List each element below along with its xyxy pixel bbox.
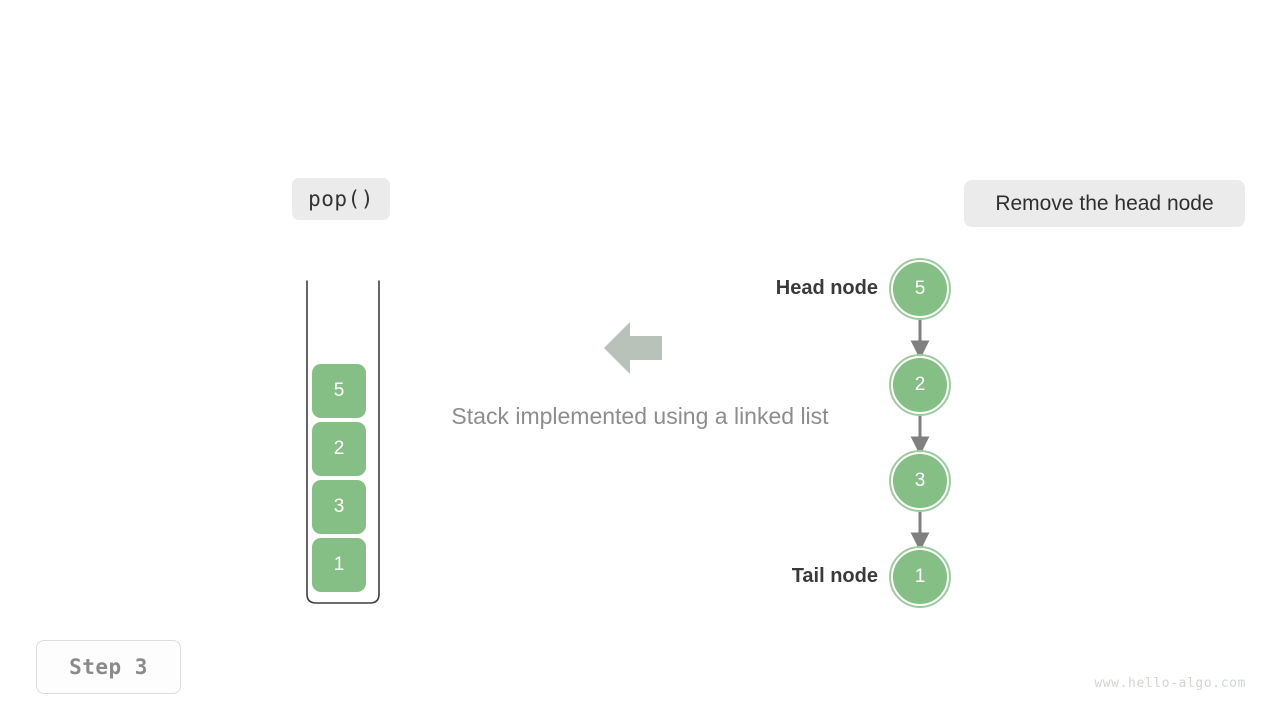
list-node: 2: [889, 354, 951, 416]
stack-container-outline: [300, 280, 386, 608]
stack-cell: 5: [312, 364, 366, 418]
operation-badge: pop(): [292, 178, 390, 220]
list-node: 3: [889, 450, 951, 512]
left-arrow-icon: [602, 318, 664, 378]
tail-node-label: Tail node: [791, 565, 878, 587]
linked-list-visual: 5 2 3 1: [860, 250, 990, 618]
step-badge: Step 3: [36, 640, 181, 694]
stack-visual: 5 2 3 1: [300, 280, 386, 608]
diagram-caption: Stack implemented using a linked list: [451, 403, 829, 429]
stack-cell: 1: [312, 538, 366, 592]
action-description-badge: Remove the head node: [964, 180, 1245, 227]
list-node: 5: [889, 258, 951, 320]
list-node: 1: [889, 546, 951, 608]
stack-cell: 2: [312, 422, 366, 476]
stack-cell: 3: [312, 480, 366, 534]
head-node-label: Head node: [775, 277, 878, 299]
site-watermark: www.hello-algo.com: [1094, 676, 1246, 691]
stack-cell-list: 5 2 3 1: [312, 364, 366, 592]
